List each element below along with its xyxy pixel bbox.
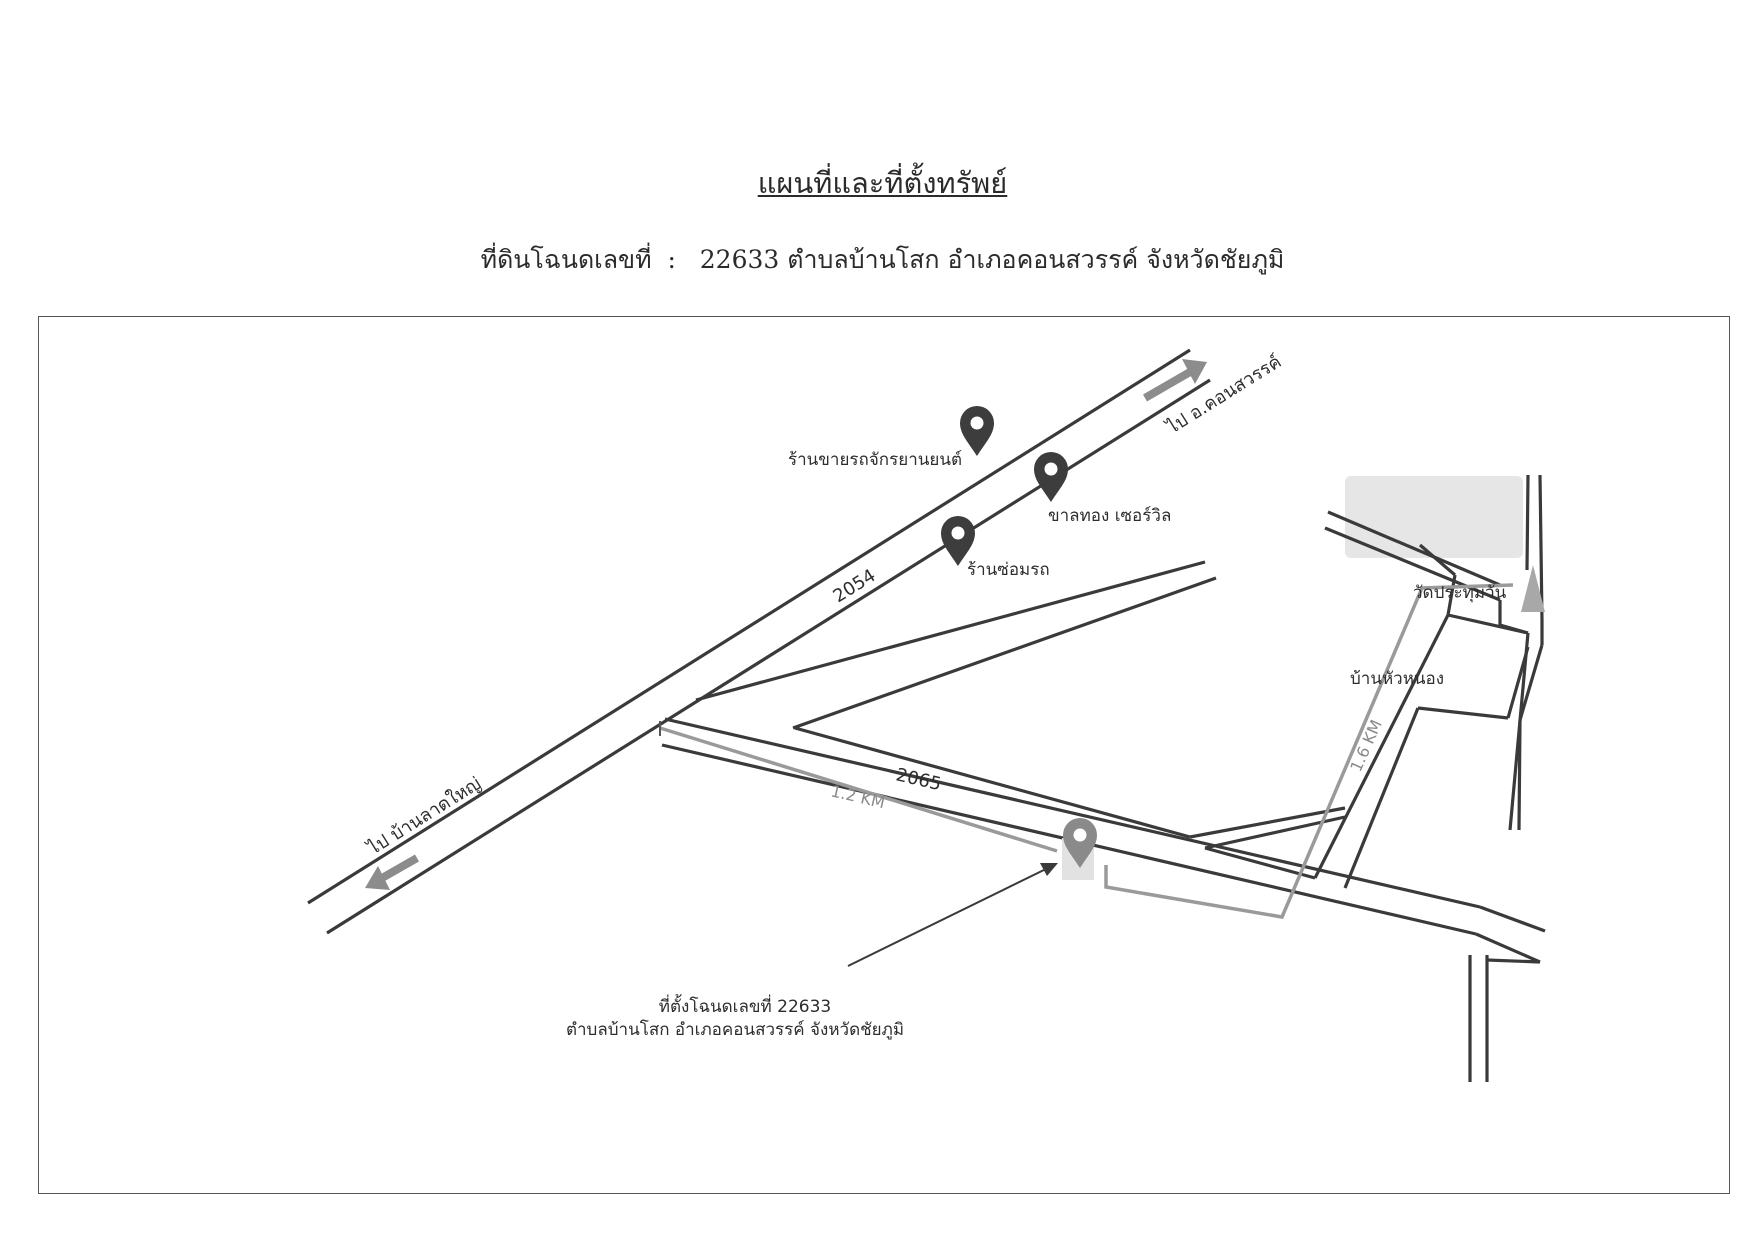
road-2065 [661, 717, 1546, 964]
page-title: แผนที่และที่ตั้งทรัพย์ [757, 166, 1008, 200]
temple-label: วัดประทุมวัน [1413, 583, 1507, 603]
road-block-top [1324, 474, 1544, 831]
tire-shop-label: ขาลทอง เซอร์วิล [1048, 506, 1171, 526]
direction-khon-sawan-label: ไป อ.คอนสวรรค์ [1161, 351, 1285, 440]
pin-motorcycle-shop-icon [960, 406, 994, 456]
pin-repair-shop-icon [941, 516, 975, 566]
property-pointer-arrow [847, 863, 1058, 967]
page-subtitle: ที่ดินโฉนดเลขที่ : 22633 ตำบลบ้านโสก อำเ… [480, 245, 1285, 274]
road-wedge-east [695, 560, 1217, 730]
pin-tire-shop-icon [1034, 452, 1068, 502]
arrow-to-ban-lat-yai [365, 854, 419, 890]
temple-icon [1521, 565, 1545, 612]
motorcycle-shop-label: ร้านขายรถจักรยานยนต์ [788, 450, 962, 470]
map-frame [38, 316, 1730, 1194]
village-label: บ้านหัวหนอง [1350, 669, 1444, 689]
distance-1-2km-label: 1.2 KM [829, 781, 887, 812]
repair-shop-label: ร้านซ่อมรถ [967, 560, 1050, 580]
road-north [1313, 543, 1529, 889]
property-pin-icon [1063, 818, 1097, 868]
arrow-to-khon-sawan [1142, 359, 1207, 402]
property-label-line2: ตำบลบ้านโสก อำเภอคอนสวรรค์ จังหวัดชัยภูม… [566, 1019, 904, 1040]
road-2065-label: 2065 [894, 764, 943, 795]
route-1-2km [659, 721, 1058, 853]
property-label-line1: ที่ตั้งโฉนดเลขที่ 22633 [659, 994, 831, 1017]
distance-1-6km-label: 1.6 KM [1346, 717, 1386, 775]
road-south [1468, 955, 1541, 1082]
route-1-6km [1104, 583, 1514, 919]
